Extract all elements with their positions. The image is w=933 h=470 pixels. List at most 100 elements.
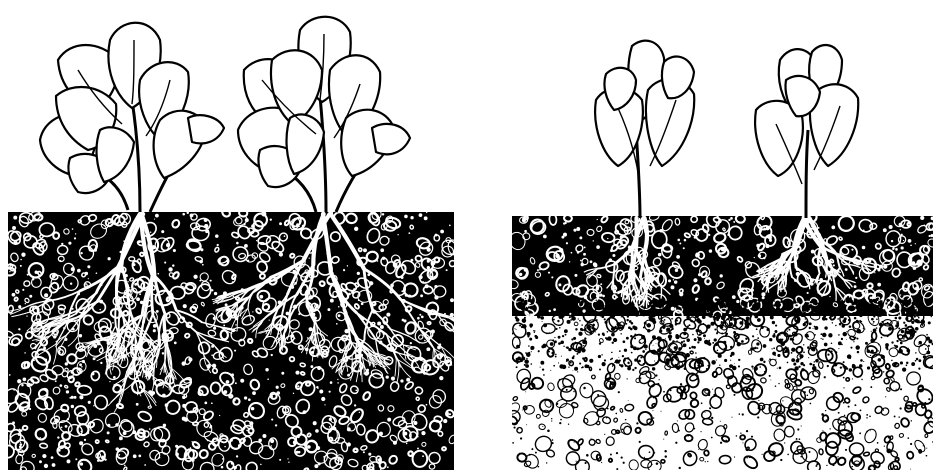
pebble — [673, 279, 674, 280]
pebble — [213, 327, 216, 330]
root — [461, 320, 479, 325]
pebble — [826, 465, 827, 466]
soil-speck — [756, 303, 760, 307]
soil-speck — [675, 299, 679, 303]
pebble — [100, 362, 102, 364]
panel-deep-soil — [1, 17, 487, 470]
pebble — [386, 313, 390, 317]
pebble — [330, 299, 334, 303]
pebble — [861, 379, 862, 380]
pebble — [884, 446, 885, 447]
soil-speck — [715, 302, 717, 304]
pebble — [74, 237, 76, 239]
soil-speck — [579, 304, 581, 306]
pebble — [60, 384, 63, 387]
pebble — [553, 365, 555, 367]
soil-speck — [580, 333, 581, 334]
soil-speck — [773, 304, 775, 306]
pebble — [71, 396, 74, 399]
pebble — [307, 445, 311, 449]
soil-speck — [559, 310, 563, 314]
pebble — [248, 398, 251, 401]
pebble — [682, 352, 684, 354]
soil-speck — [922, 307, 926, 311]
soil-speck — [629, 303, 633, 307]
pebble — [778, 383, 779, 384]
pebble — [763, 361, 765, 363]
pebble — [733, 394, 735, 396]
pebble — [877, 268, 880, 271]
pebble — [754, 257, 755, 258]
soil-speck — [629, 365, 630, 366]
pebble — [215, 234, 219, 238]
pebble — [388, 238, 390, 240]
pebble — [754, 347, 756, 349]
soil-speck — [610, 300, 611, 301]
pebble — [377, 321, 381, 325]
soil-speck — [838, 341, 842, 345]
pebble — [434, 285, 437, 288]
pebble — [397, 234, 398, 235]
soil-speck — [521, 298, 524, 301]
soil-speck — [714, 329, 716, 331]
soil-speck — [634, 337, 636, 339]
soil-speck — [605, 337, 607, 339]
soil-speck — [824, 326, 827, 329]
soil-speck — [531, 351, 532, 352]
panel-shallow-soil — [504, 41, 933, 470]
soil-speck — [838, 334, 840, 336]
pebble — [525, 391, 526, 392]
pebble — [174, 342, 177, 345]
pebble — [386, 375, 389, 378]
soil-speck — [733, 299, 736, 302]
pebble — [632, 369, 634, 371]
pebble — [80, 462, 83, 465]
soil-speck — [729, 302, 732, 305]
pebble — [22, 289, 24, 291]
soil-speck — [568, 312, 569, 313]
pebble — [348, 293, 351, 296]
pebble — [244, 396, 247, 399]
pebble — [644, 457, 645, 458]
soil-speck — [529, 299, 532, 302]
pebble — [807, 394, 809, 396]
pebble — [315, 429, 319, 433]
pebble — [677, 420, 678, 421]
soil-speck — [682, 307, 683, 308]
pebble — [656, 343, 657, 344]
soil-speck — [885, 302, 887, 304]
pebble — [910, 469, 911, 470]
pebble — [732, 295, 736, 299]
pebble — [188, 358, 192, 362]
soil-speck — [765, 311, 766, 312]
soil-speck — [686, 338, 690, 342]
pebble — [113, 376, 116, 379]
soil-speck — [540, 316, 544, 320]
soil-speck — [810, 301, 813, 304]
pebble — [843, 387, 844, 388]
pebble — [926, 448, 927, 449]
pebble — [108, 257, 111, 260]
pebble — [525, 352, 527, 354]
pebble — [693, 428, 695, 430]
soil-speck — [828, 333, 832, 337]
pebble — [527, 335, 529, 337]
soil-speck — [602, 362, 606, 366]
soil-speck — [613, 301, 617, 305]
pebble — [671, 285, 675, 289]
soil-speck — [791, 358, 795, 362]
pebble — [168, 267, 172, 271]
pebble — [720, 274, 723, 277]
pebble — [343, 269, 345, 271]
soil-speck — [787, 362, 789, 364]
pebble — [336, 323, 338, 325]
pebble — [574, 442, 575, 443]
pebble — [797, 428, 799, 430]
pebble — [742, 413, 744, 415]
pebble — [725, 335, 727, 337]
pebble — [659, 347, 661, 349]
pebble — [915, 243, 916, 244]
soil-speck — [831, 342, 833, 344]
pebble — [549, 332, 550, 333]
